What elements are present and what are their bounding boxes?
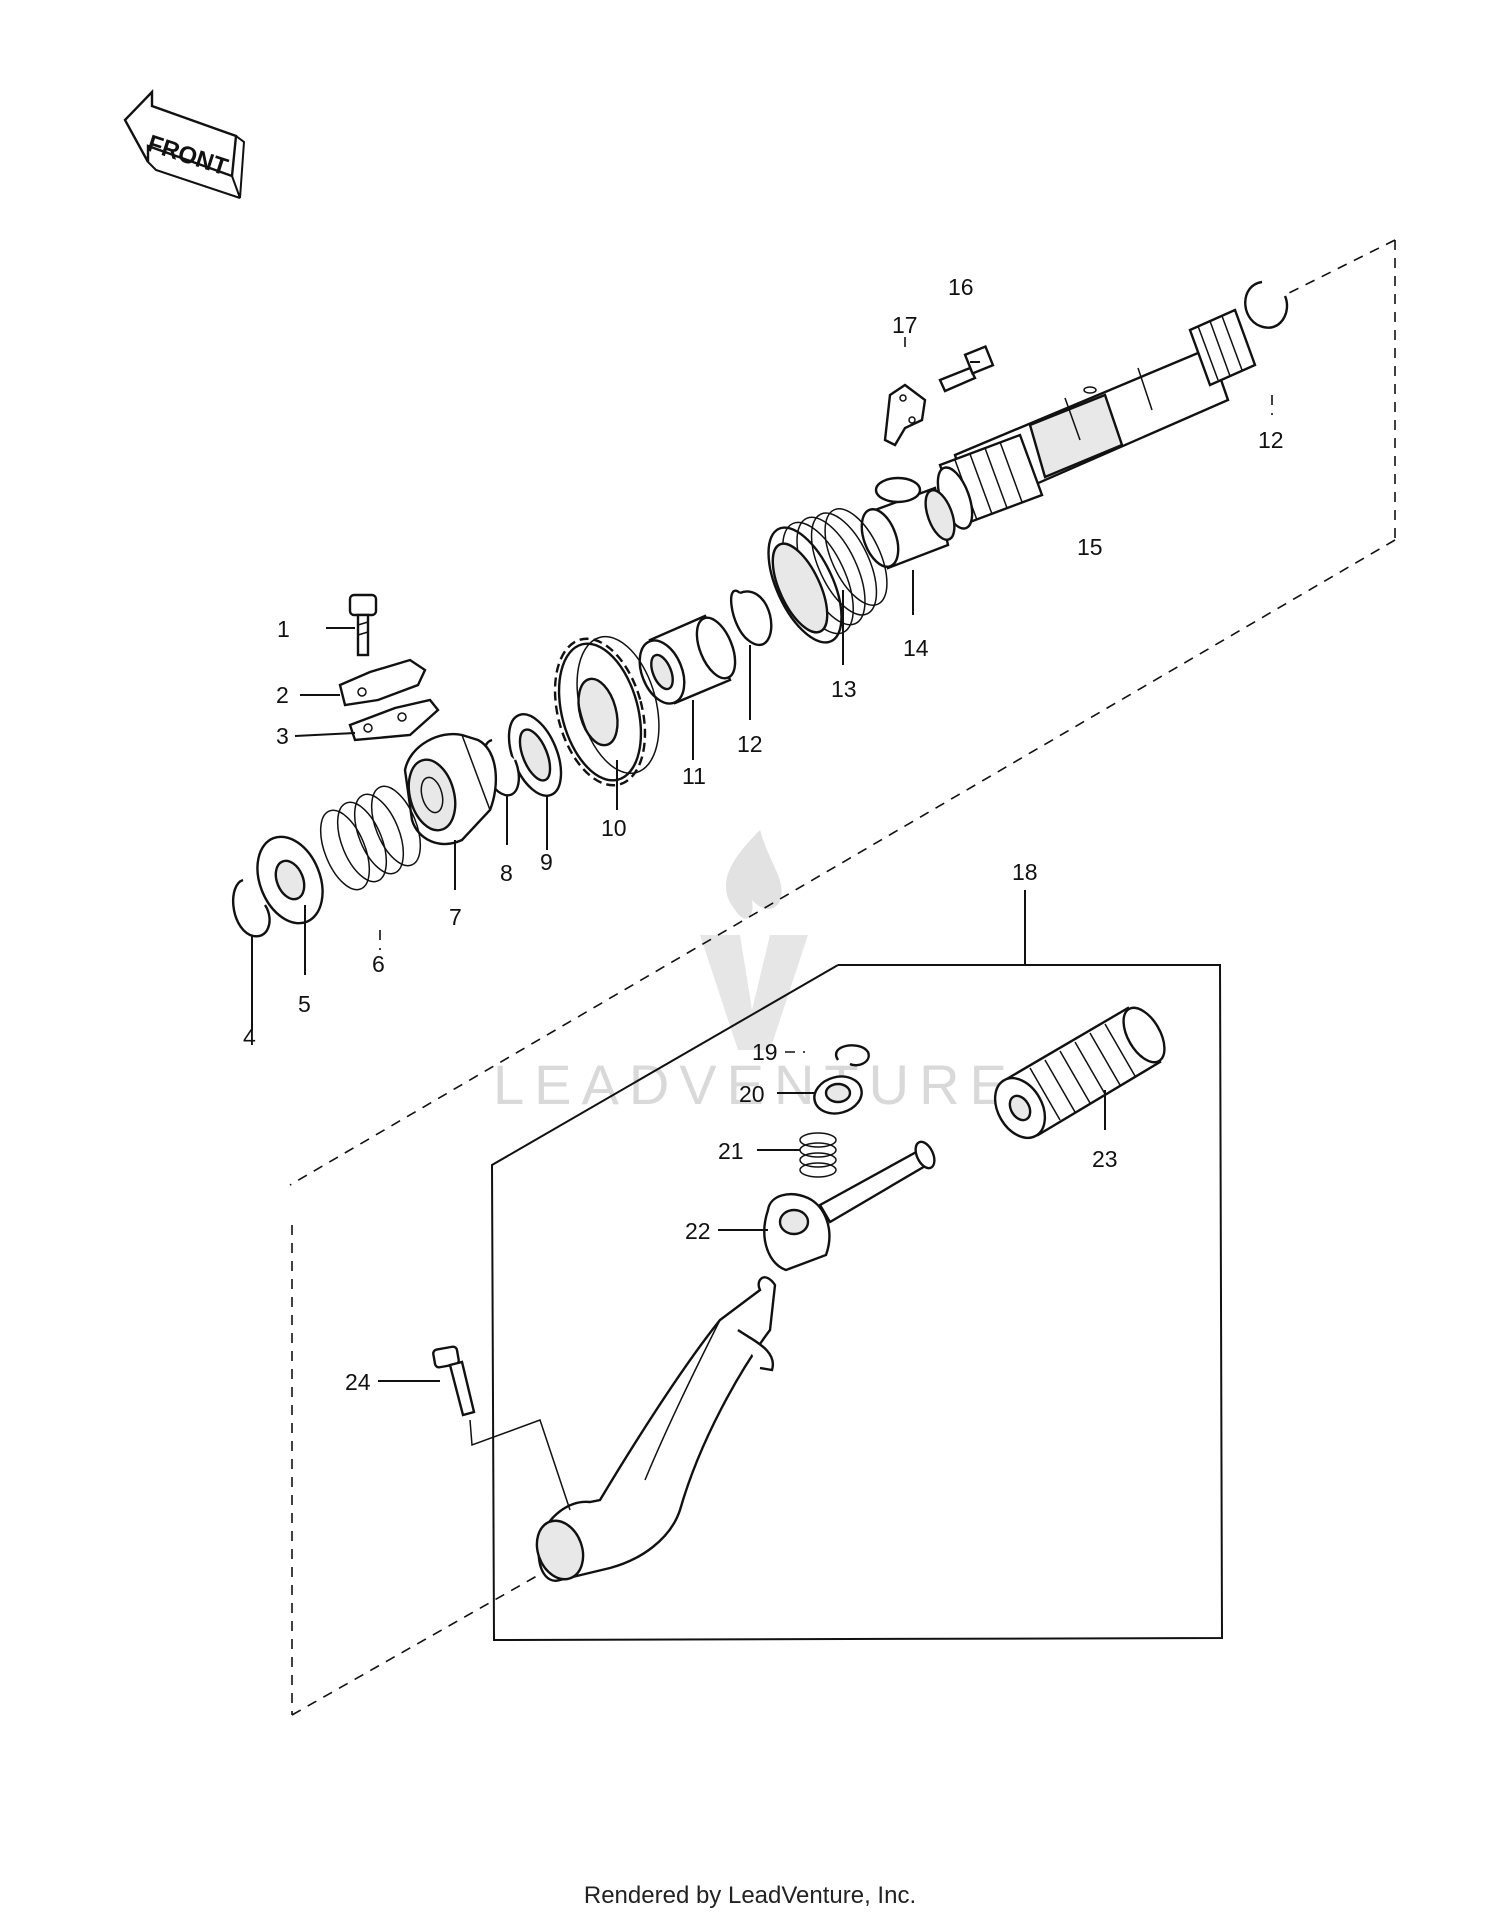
bolt-part-24	[432, 1345, 476, 1417]
callout-3: 3	[276, 723, 289, 749]
pedal-grip-part-23	[993, 1006, 1166, 1140]
callout-11: 11	[682, 763, 706, 789]
circlip-part-middle	[729, 589, 773, 647]
footer-credit: Rendered by LeadVenture, Inc.	[583, 1882, 917, 1909]
callout-7: 7	[449, 904, 462, 930]
kick-gear-part-10	[553, 635, 660, 787]
bushing-part-11	[638, 614, 737, 705]
callout-leaders	[251, 337, 1273, 1511]
callout-19: 19	[752, 1039, 778, 1065]
callout-13: 13	[831, 676, 857, 702]
ratchet-part-7	[403, 732, 498, 846]
callout-21: 21	[718, 1138, 744, 1164]
callout-9: 9	[540, 849, 553, 875]
callout-8: 8	[500, 860, 513, 886]
circlip-part-upper	[1244, 280, 1289, 329]
callout-1: 1	[277, 616, 290, 642]
callout-15: 15	[1077, 534, 1103, 560]
callout-2: 2	[276, 682, 289, 708]
callout-10: 10	[601, 815, 627, 841]
front-arrow-icon: FRONT	[123, 89, 246, 199]
circlip-part-4	[231, 878, 271, 938]
callout-4: 4	[243, 1024, 256, 1050]
callout-6: 6	[372, 951, 385, 977]
plate-part-2	[338, 658, 427, 707]
callout-16: 16	[948, 274, 974, 300]
kickstarter-shaft-part	[936, 308, 1257, 530]
shaft-assembly-outline	[289, 239, 1396, 1716]
watermark-logo: LEADVENTURE	[493, 830, 1017, 1116]
callout-17: 17	[892, 312, 918, 338]
circlip-part-19	[834, 1044, 870, 1067]
callout-20: 20	[739, 1081, 765, 1107]
callout-12-upper: 12	[1258, 427, 1284, 453]
callout-22: 22	[685, 1218, 711, 1244]
collar-part-14	[860, 476, 956, 570]
callout-18: 18	[1012, 859, 1038, 885]
guide-plate-part-17	[883, 383, 927, 447]
spring-part-6	[319, 785, 422, 891]
bolt-part-16	[938, 345, 995, 393]
callout-labels: 1 2 3 4 5 6 7 8 9 10 11 12 13 14 15 16 1…	[243, 274, 1284, 1395]
kick-pedal-arm	[535, 1276, 777, 1582]
pedal-pivot-part-22	[763, 1140, 936, 1272]
ball-part-20	[813, 1075, 863, 1115]
callout-24: 24	[345, 1369, 371, 1395]
spring-part-21	[799, 1132, 837, 1178]
bolt-part-1	[348, 593, 378, 657]
callout-23: 23	[1092, 1146, 1118, 1172]
callout-5: 5	[298, 991, 311, 1017]
plate-part-3	[348, 698, 440, 742]
callout-12-middle: 12	[737, 731, 763, 757]
kick-pedal-assembly-box	[490, 964, 1224, 1642]
watermark-text: LEADVENTURE	[493, 1053, 1017, 1116]
spacer-washer-part-5	[256, 835, 324, 925]
callout-14: 14	[903, 635, 929, 661]
